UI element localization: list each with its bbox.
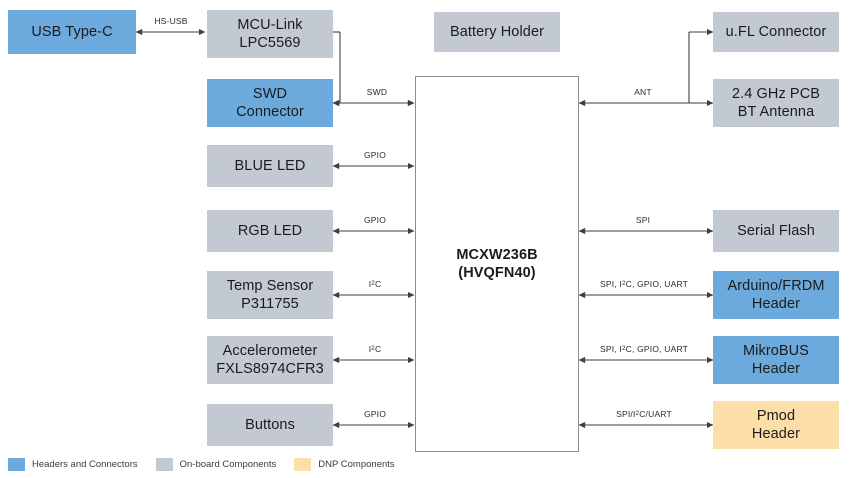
conn-label-i2c-accel: I2C — [368, 344, 382, 354]
block-accelerometer[interactable]: Accelerometer FXLS8974CFR3 — [207, 336, 333, 384]
block-battery-holder[interactable]: Battery Holder — [434, 12, 560, 52]
legend-item-headers-connectors: Headers and Connectors — [8, 458, 138, 471]
conn-label-gpio-rgb-led: GPIO — [363, 215, 387, 225]
conn-label-i2c-temp: I2C — [368, 279, 382, 289]
legend-swatch-dnp-components — [294, 458, 312, 471]
block-rgb-led[interactable]: RGB LED — [207, 210, 333, 252]
conn-label-ant: ANT — [634, 87, 652, 97]
block-ufl-connector[interactable]: u.FL Connector — [713, 12, 839, 52]
block-serial-flash[interactable]: Serial Flash — [713, 210, 839, 252]
legend-label-headers-connectors: Headers and Connectors — [32, 459, 138, 470]
block-temp-sensor[interactable]: Temp Sensor P311755 — [207, 271, 333, 319]
legend-item-onboard-components: On-board Components — [155, 458, 277, 471]
block-swd-connector[interactable]: SWD Connector — [207, 79, 333, 127]
legend-swatch-headers-connectors — [8, 458, 25, 471]
legend-label-dnp-components: DNP Components — [318, 459, 395, 470]
block-mikrobus-header[interactable]: MikroBUS Header — [713, 336, 839, 384]
block-mcxw236b[interactable]: MCXW236B (HVQFN40) — [415, 76, 579, 452]
legend-swatch-onboard-components — [155, 458, 173, 471]
block-buttons[interactable]: Buttons — [207, 404, 333, 446]
block-arduino-frdm-header[interactable]: Arduino/FRDM Header — [713, 271, 839, 319]
conn-label-swd: SWD — [366, 87, 388, 97]
block-blue-led[interactable]: BLUE LED — [207, 145, 333, 187]
legend-item-dnp-components: DNP Components — [294, 458, 395, 471]
legend: Headers and Connectors On-board Componen… — [8, 458, 413, 471]
legend-label-onboard-components: On-board Components — [179, 459, 277, 470]
block-pmod-header[interactable]: Pmod Header — [713, 401, 839, 449]
conn-label-spi-flash: SPI — [635, 215, 651, 225]
conn-label-pmod-bus: SPI/I2C/UART — [616, 409, 672, 419]
conn-label-hs-usb: HS-USB — [154, 16, 188, 26]
block-usb-type-c[interactable]: USB Type-C — [8, 10, 136, 54]
conn-label-arduino-bus: SPI, I2C, GPIO, UART — [599, 279, 689, 289]
block-mcu-link[interactable]: MCU-Link LPC5569 — [207, 10, 333, 58]
conn-label-gpio-blue-led: GPIO — [363, 150, 387, 160]
conn-label-mikrobus-bus: SPI, I2C, GPIO, UART — [599, 344, 689, 354]
block-bt-antenna[interactable]: 2.4 GHz PCB BT Antenna — [713, 79, 839, 127]
conn-label-gpio-buttons: GPIO — [363, 409, 387, 419]
